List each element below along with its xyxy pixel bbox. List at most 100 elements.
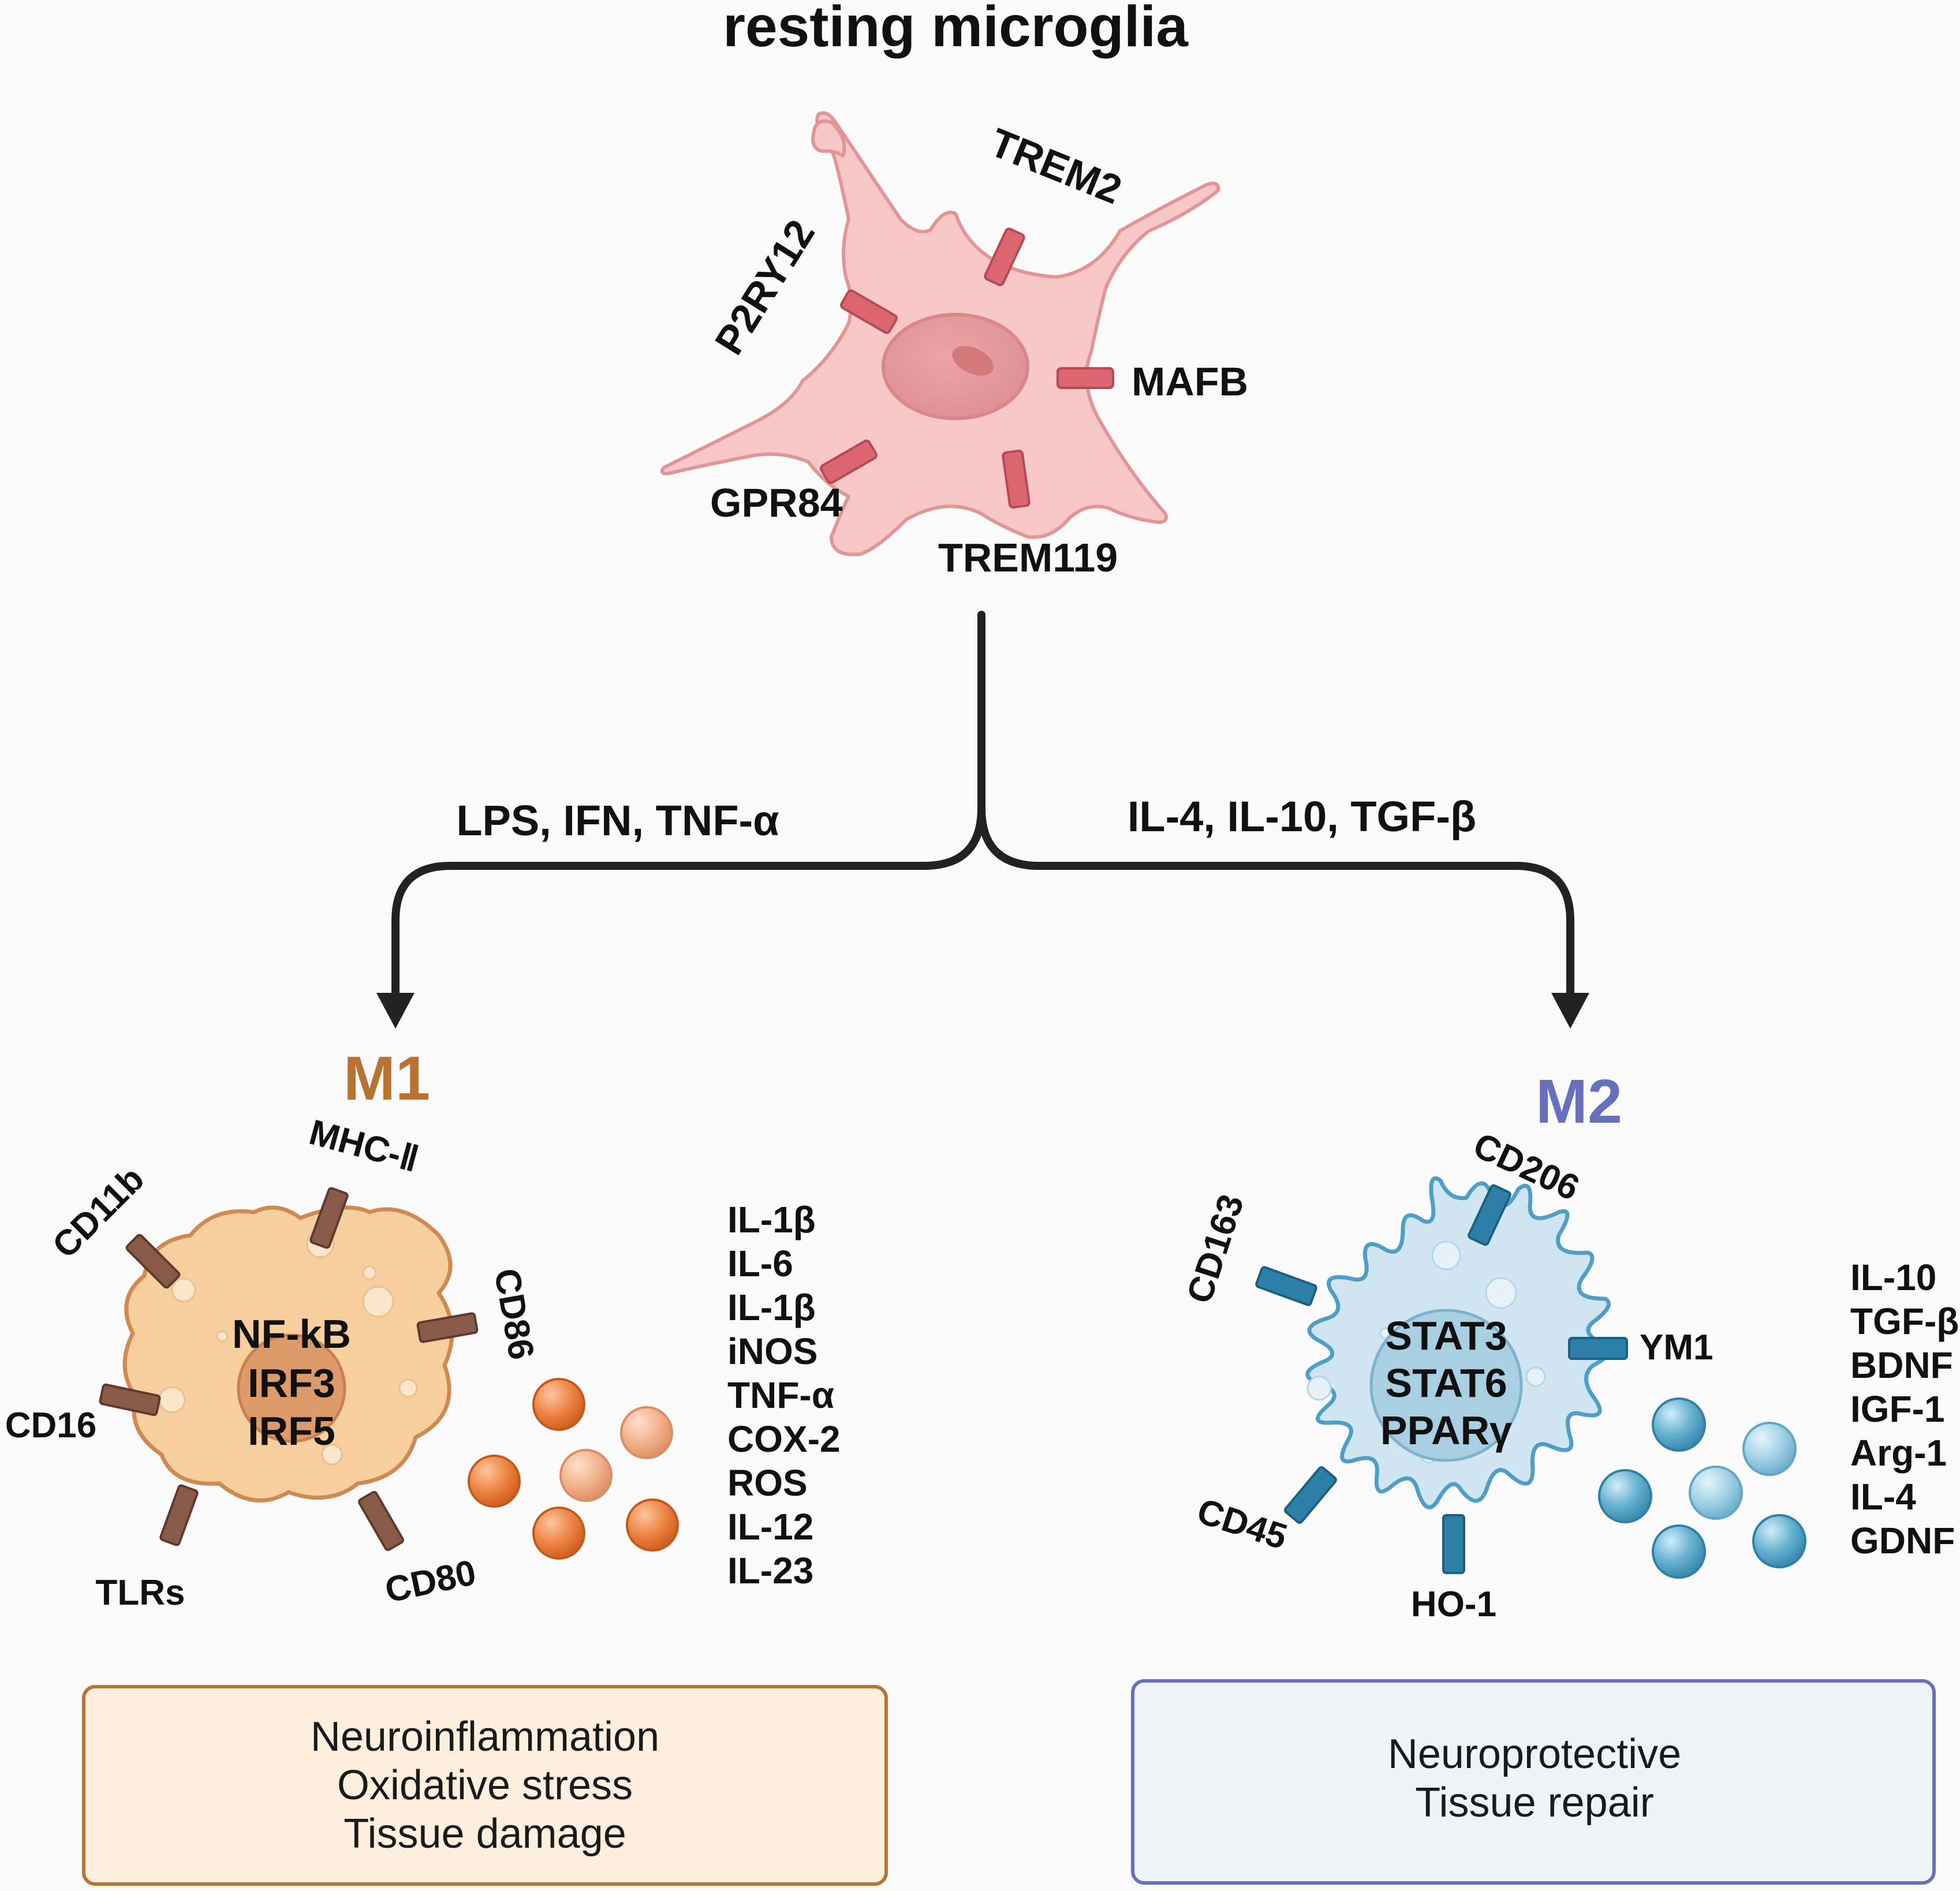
mhc2-label: MHC-Ⅱ [305,1112,423,1179]
m1-title: M1 [344,1043,430,1113]
resting-microglia-cell: TREM2 P2RY12 MAFB GPR84 TREM119 [660,111,1248,580]
m1-secreted-item: IL-23 [727,1550,813,1591]
ym1-label: YM1 [1640,1328,1713,1367]
m1-vacuole [321,1444,343,1466]
cd16-receptor [99,1383,161,1417]
m1-vacuole [216,1330,229,1343]
mafb-receptor [1056,367,1114,389]
m2-outcome-box-frame [1131,1679,1936,1885]
m2-particle [1752,1514,1806,1568]
m2-particle [1689,1466,1743,1520]
m1-outcome-item: Tissue damage [344,1811,626,1857]
gpr84-label: GPR84 [710,480,843,525]
m2-secreted-item: BDNF [1850,1344,1953,1386]
m2-outcome-item: Neuroprotective [1388,1731,1681,1777]
m2-secreted-item: TGF-β [1850,1300,1959,1342]
m2-outcome-item: Tissue repair [1415,1780,1653,1826]
m1-secreted-item: IL-12 [727,1506,813,1548]
m1-secreted-item: IL-6 [727,1243,793,1284]
trem119-receptor [1002,449,1031,509]
m1-outcome-item: Neuroinflammation [311,1714,659,1760]
m2-title: M2 [1536,1066,1622,1136]
m2-vacuole [1306,1376,1332,1401]
trem119-label: TREM119 [938,535,1118,580]
arrow-to-m2 [977,804,1574,997]
m1-secreted-item: IL-1β [727,1199,816,1240]
m1-outcome-item: Oxidative stress [337,1762,633,1808]
arrowhead-m1 [376,993,415,1029]
cd163-receptor [1255,1266,1317,1306]
m2-secreted-item: IL-4 [1850,1476,1916,1518]
cd86-receptor [416,1312,479,1343]
trem2-receptor [984,227,1025,286]
m1-nucleus [237,1333,346,1443]
ym1-receptor [1568,1337,1628,1360]
m2-secreted-item: GDNF [1850,1520,1955,1561]
page-title: resting microglia [723,0,1189,59]
m2-outcome-box: Neuroprotective Tissue repair [1131,1679,1936,1885]
m1-vacuole [398,1378,418,1398]
m1-vacuole [171,1277,196,1303]
trem2-label: TREM2 [984,119,1128,212]
m1-outcome-box: Neuroinflammation Oxidative stress Tissu… [82,1685,888,1886]
m1-stimuli-label: LPS, IFN, TNF-α [456,797,779,844]
ho1-label: HO-1 [1411,1584,1496,1624]
resting-cell-arm [811,119,846,158]
m1-vacuole [362,1285,394,1318]
m2-factor-ppar: PPARγ [1380,1408,1512,1453]
m2-factor-stat6: STAT6 [1385,1361,1507,1406]
m1-factor-irf3: IRF3 [248,1361,335,1406]
tlrs-label: TLRs [96,1573,185,1613]
mafb-label: MAFB [1132,359,1248,404]
mhc2-receptor [309,1187,349,1249]
m1-particle [626,1498,679,1552]
m1-secreted-item: TNF-α [727,1374,834,1416]
m2-vacuole [1485,1277,1517,1309]
m2-particle [1742,1422,1797,1476]
m1-particle [532,1378,585,1431]
m1-secreted-list: IL-1β IL-6 IL-1β iNOS TNF-α COX-2 ROS IL… [727,1199,841,1591]
m1-secreted-item: iNOS [727,1331,817,1372]
branch-arrows [391,611,1574,997]
m2-vacuole [1525,1366,1546,1387]
tlrs-receptor [159,1484,199,1546]
m2-secreted-item: IGF-1 [1850,1388,1945,1430]
m2-secreted-item: IL-10 [1850,1257,1936,1298]
arrow-to-m1 [391,804,985,997]
m1-particle [532,1507,585,1560]
cd45-receptor [1284,1466,1337,1524]
m2-secreted-particles [1598,1397,1806,1579]
m1-cell: NF-kB IRF3 IRF5 MHC-Ⅱ CD11b CD86 CD16 TL… [5,1112,542,1613]
m1-vacuole [158,1386,186,1414]
p2ry12-label: P2RY12 [706,212,823,362]
m2-factor-stat3: STAT3 [1385,1313,1507,1358]
cd86-label: CD86 [486,1265,541,1362]
m1-particle [620,1406,673,1459]
p2ry12-receptor [840,289,898,334]
m2-secreted-list: IL-10 TGF-β BDNF IGF-1 Arg-1 IL-4 GDNF [1850,1257,1959,1561]
cd11b-receptor [125,1234,181,1289]
cd80-receptor [358,1491,404,1551]
m1-particle [559,1449,613,1502]
m1-outcome-box-frame [82,1685,888,1886]
m2-particle [1652,1524,1706,1579]
m2-cell: STAT3 STAT6 PPARγ CD206 CD163 YM1 CD45 H… [1179,1125,1713,1624]
arrowhead-m2 [1551,993,1589,1029]
m2-secreted-item: Arg-1 [1850,1432,1947,1474]
gpr84-receptor [820,439,878,484]
cd16-label: CD16 [5,1406,97,1445]
m1-factor-nfkb: NF-kB [232,1311,351,1356]
resting-nucleus [882,313,1029,420]
m1-secreted-particles [468,1378,679,1560]
m1-vacuole [362,1265,377,1280]
cd206-receptor [1468,1184,1511,1246]
m2-vacuole [1431,1240,1461,1270]
m2-particle [1598,1469,1652,1523]
m1-secreted-item: ROS [727,1462,808,1504]
m2-stimuli-label: IL-4, IL-10, TGF-β [1128,793,1476,840]
cd163-label: CD163 [1179,1190,1252,1308]
m1-secreted-item: IL-1β [727,1287,816,1328]
m2-particle [1652,1397,1706,1452]
